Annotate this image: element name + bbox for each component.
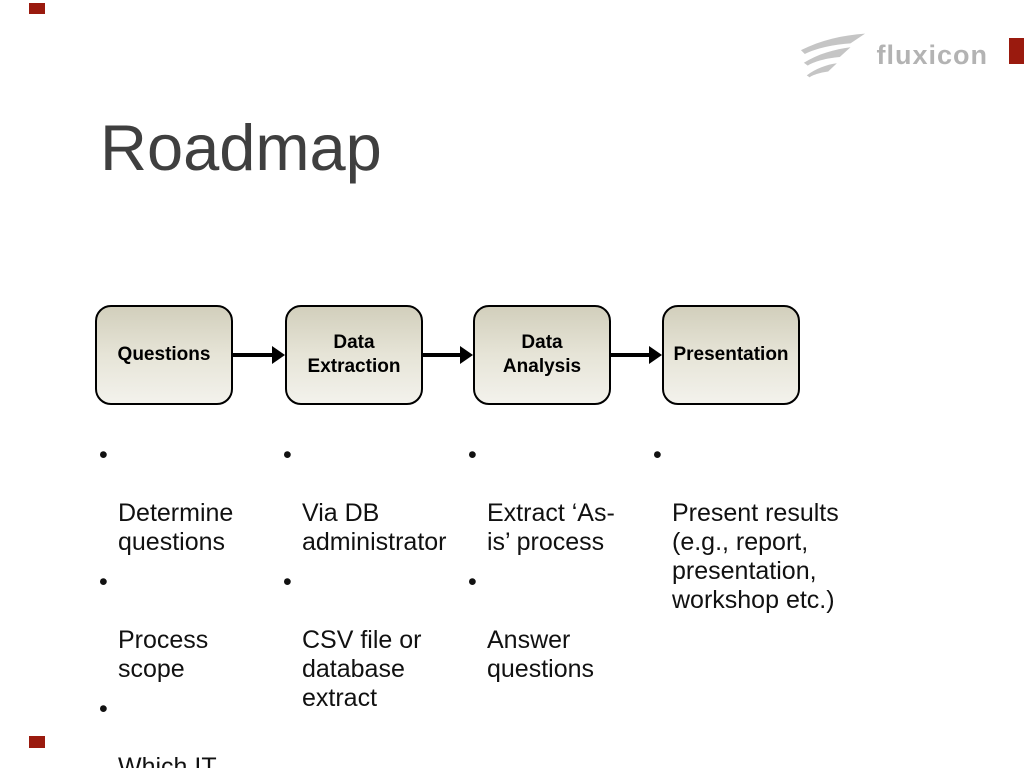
bullet-column-data-analysis: • Extract ‘As- is’ process • Answer ques… (466, 441, 621, 695)
list-item: • Present results (e.g., report, present… (651, 441, 851, 615)
list-item-text: Determine questions (118, 499, 234, 556)
bullet-icon: • (468, 568, 477, 596)
bullet-column-presentation: • Present results (e.g., report, present… (651, 441, 851, 626)
list-item-text: Which IT systems (118, 753, 217, 768)
list-item: • CSV file or database extract (281, 568, 446, 713)
fluxicon-wing-icon (801, 33, 866, 78)
corner-mark-right (1009, 38, 1024, 64)
flow-arrow-icon (423, 346, 473, 364)
bullet-column-data-extraction: • Via DB administrator • CSV file or dat… (281, 441, 447, 724)
list-item: • Answer questions (466, 568, 621, 684)
list-item-text: Present results (e.g., report, presentat… (672, 499, 839, 614)
flow-step-data-analysis: Data Analysis (473, 305, 611, 405)
list-item: • Which IT systems (97, 695, 252, 768)
flow-step-data-extraction: Data Extraction (285, 305, 423, 405)
flow-step-questions: Questions (95, 305, 233, 405)
list-item: • Via DB administrator (281, 441, 447, 557)
list-item-text: Answer questions (487, 626, 595, 683)
page-title: Roadmap (100, 111, 382, 184)
bullet-icon: • (653, 441, 662, 469)
flow-arrow-icon (611, 346, 662, 364)
bullet-icon: • (468, 441, 477, 469)
flow-arrow-icon (233, 346, 285, 364)
list-item: • Process scope (97, 568, 252, 684)
bullet-column-questions: • Determine questions • Process scope • … (97, 441, 252, 768)
list-item-text: CSV file or database extract (302, 626, 422, 712)
list-item: • Determine questions (97, 441, 252, 557)
bullet-icon: • (283, 441, 292, 469)
corner-mark-bottom-left (29, 736, 45, 748)
bullet-icon: • (283, 568, 292, 596)
flow-step-presentation: Presentation (662, 305, 800, 405)
fluxicon-logo: fluxicon (799, 32, 988, 78)
bullet-icon: • (99, 441, 108, 469)
list-item-text: Via DB administrator (302, 499, 447, 556)
fluxicon-wordmark: fluxicon (876, 39, 988, 70)
bullet-icon: • (99, 695, 108, 723)
list-item: • Extract ‘As- is’ process (466, 441, 621, 557)
list-item-text: Extract ‘As- is’ process (487, 499, 615, 556)
bullet-icon: • (99, 568, 108, 596)
list-item-text: Process scope (118, 626, 209, 683)
corner-mark-top-left (29, 3, 45, 14)
